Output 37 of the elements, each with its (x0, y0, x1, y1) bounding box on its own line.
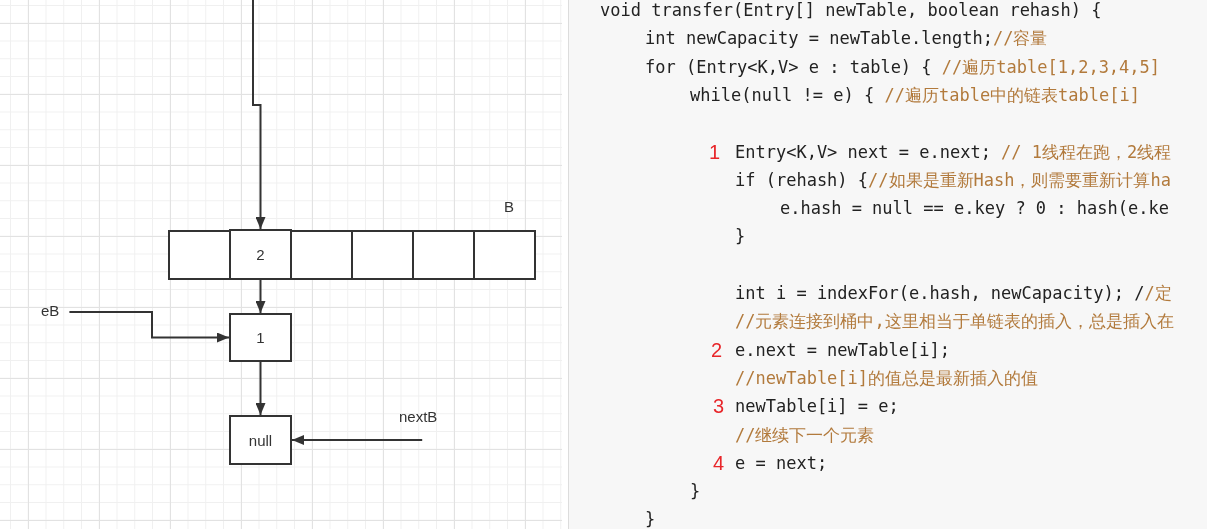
code-line: if (rehash) {//如果是重新Hash，则需要重新计算ha (735, 169, 1171, 190)
arrow (291, 435, 424, 445)
code-line: while(null != e) { //遍历table中的链表table[i] (690, 84, 1140, 105)
step-number: 4 (713, 451, 725, 474)
code-comment: //继续下一个元素 (735, 424, 875, 445)
code-line: int i = indexFor(e.hash, newCapacity); //定 (735, 283, 1172, 303)
arrow (255, 279, 266, 314)
code-line: } (645, 509, 656, 529)
arrow (68, 311, 230, 343)
code-line: for (Entry<K,V> e : table) { //遍历table[1,2,3,4,5] (645, 56, 1161, 77)
array-label: B (504, 198, 514, 216)
step-number: 3 (713, 395, 725, 418)
code-line: int newCapacity = newTable.length;//容量 (645, 28, 1048, 49)
array-slot (168, 230, 231, 280)
list-node: null (229, 415, 292, 465)
code-line: } (690, 481, 701, 502)
pointer-label: eB (41, 302, 60, 320)
code-line: e.next = newTable[i]; (735, 339, 950, 360)
code-comment: //newTable[i]的值总是最新插入的值 (735, 367, 1039, 388)
array-slot (473, 230, 536, 280)
code-line: e.hash = null == e.key ? 0 : hash(e.ke (780, 198, 1169, 219)
code-line: newTable[i] = e; (735, 396, 899, 417)
code-line: e = next; (735, 452, 828, 473)
list-node: 1 (229, 313, 292, 362)
step-number: 1 (709, 140, 721, 163)
code-line: void transfer(Entry[] newTable, boolean rehash) { (600, 0, 1102, 20)
array-slot (290, 230, 353, 280)
code-line: } (735, 226, 746, 247)
array-slot: 2 (229, 229, 292, 280)
code-comment: //元素连接到桶中,这里相当于单链表的插入，总是插入在 (735, 311, 1174, 332)
array-slot (412, 230, 475, 280)
pointer-label: nextB (399, 408, 438, 426)
code-line: Entry<K,V> next = e.next; // 1线程在跑，2线程 (735, 141, 1172, 162)
step-number: 2 (711, 338, 723, 361)
arrow (252, 0, 266, 230)
arrow (255, 361, 266, 416)
array-slot (351, 230, 414, 280)
